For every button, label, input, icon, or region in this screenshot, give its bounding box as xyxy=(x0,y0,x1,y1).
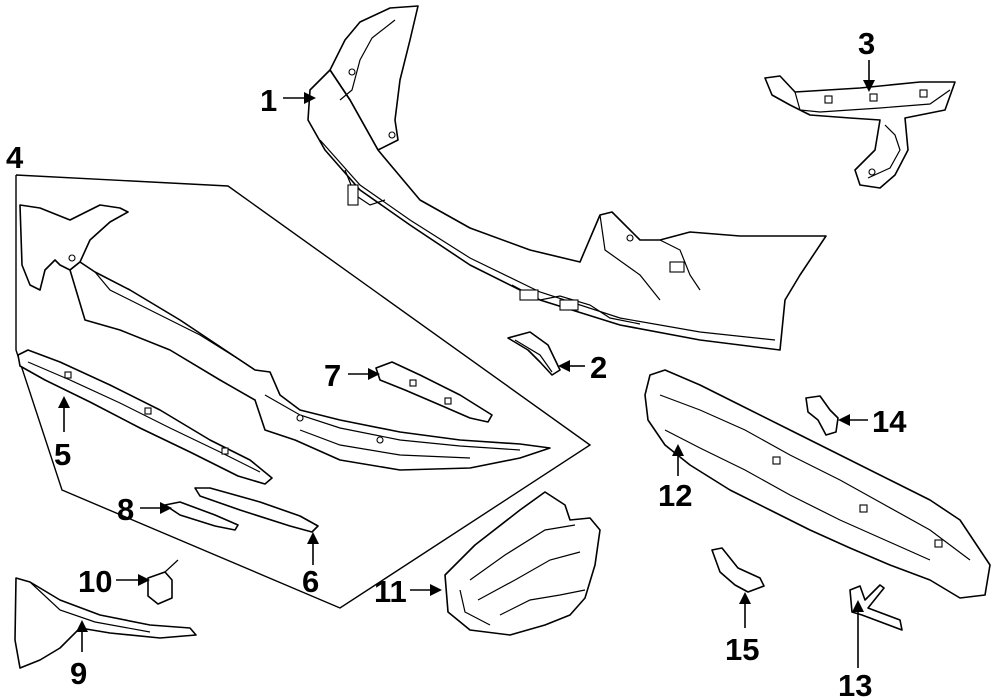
callout-15: 15 xyxy=(725,632,759,667)
callout-1: 1 xyxy=(260,83,277,118)
part-2-reflector xyxy=(507,331,561,376)
callout-14: 14 xyxy=(872,404,907,439)
callout-5: 5 xyxy=(54,437,71,472)
group-4-outline xyxy=(15,174,592,609)
part-4-lower-valance xyxy=(19,204,551,471)
part-3-side-bracket xyxy=(764,75,956,189)
callout-2: 2 xyxy=(590,350,607,385)
part-10-clip xyxy=(147,559,179,605)
callout-labels: 1 2 3 4 5 6 7 8 9 10 11 12 13 14 15 xyxy=(6,26,907,698)
part-5-valance-strip xyxy=(17,349,273,485)
part-14-bracket xyxy=(805,395,839,436)
part-6-molding xyxy=(194,487,319,533)
part-7-bracket xyxy=(375,361,493,423)
leaders xyxy=(58,60,875,668)
callout-7: 7 xyxy=(324,358,341,393)
callout-13: 13 xyxy=(838,668,872,698)
callout-10: 10 xyxy=(78,564,112,599)
callout-11: 11 xyxy=(374,574,407,609)
callout-12: 12 xyxy=(658,478,692,513)
callout-4: 4 xyxy=(6,140,24,175)
part-15-bracket xyxy=(711,547,765,593)
callout-6: 6 xyxy=(302,564,319,599)
callout-8: 8 xyxy=(117,492,134,527)
part-9-extension xyxy=(14,577,197,669)
part-12-absorber xyxy=(644,369,991,599)
part-8-trim-strip xyxy=(164,501,239,531)
part-11-shield xyxy=(444,491,601,636)
part-1-bumper-cover xyxy=(307,5,827,351)
callout-9: 9 xyxy=(70,656,87,691)
callout-3: 3 xyxy=(858,26,875,61)
